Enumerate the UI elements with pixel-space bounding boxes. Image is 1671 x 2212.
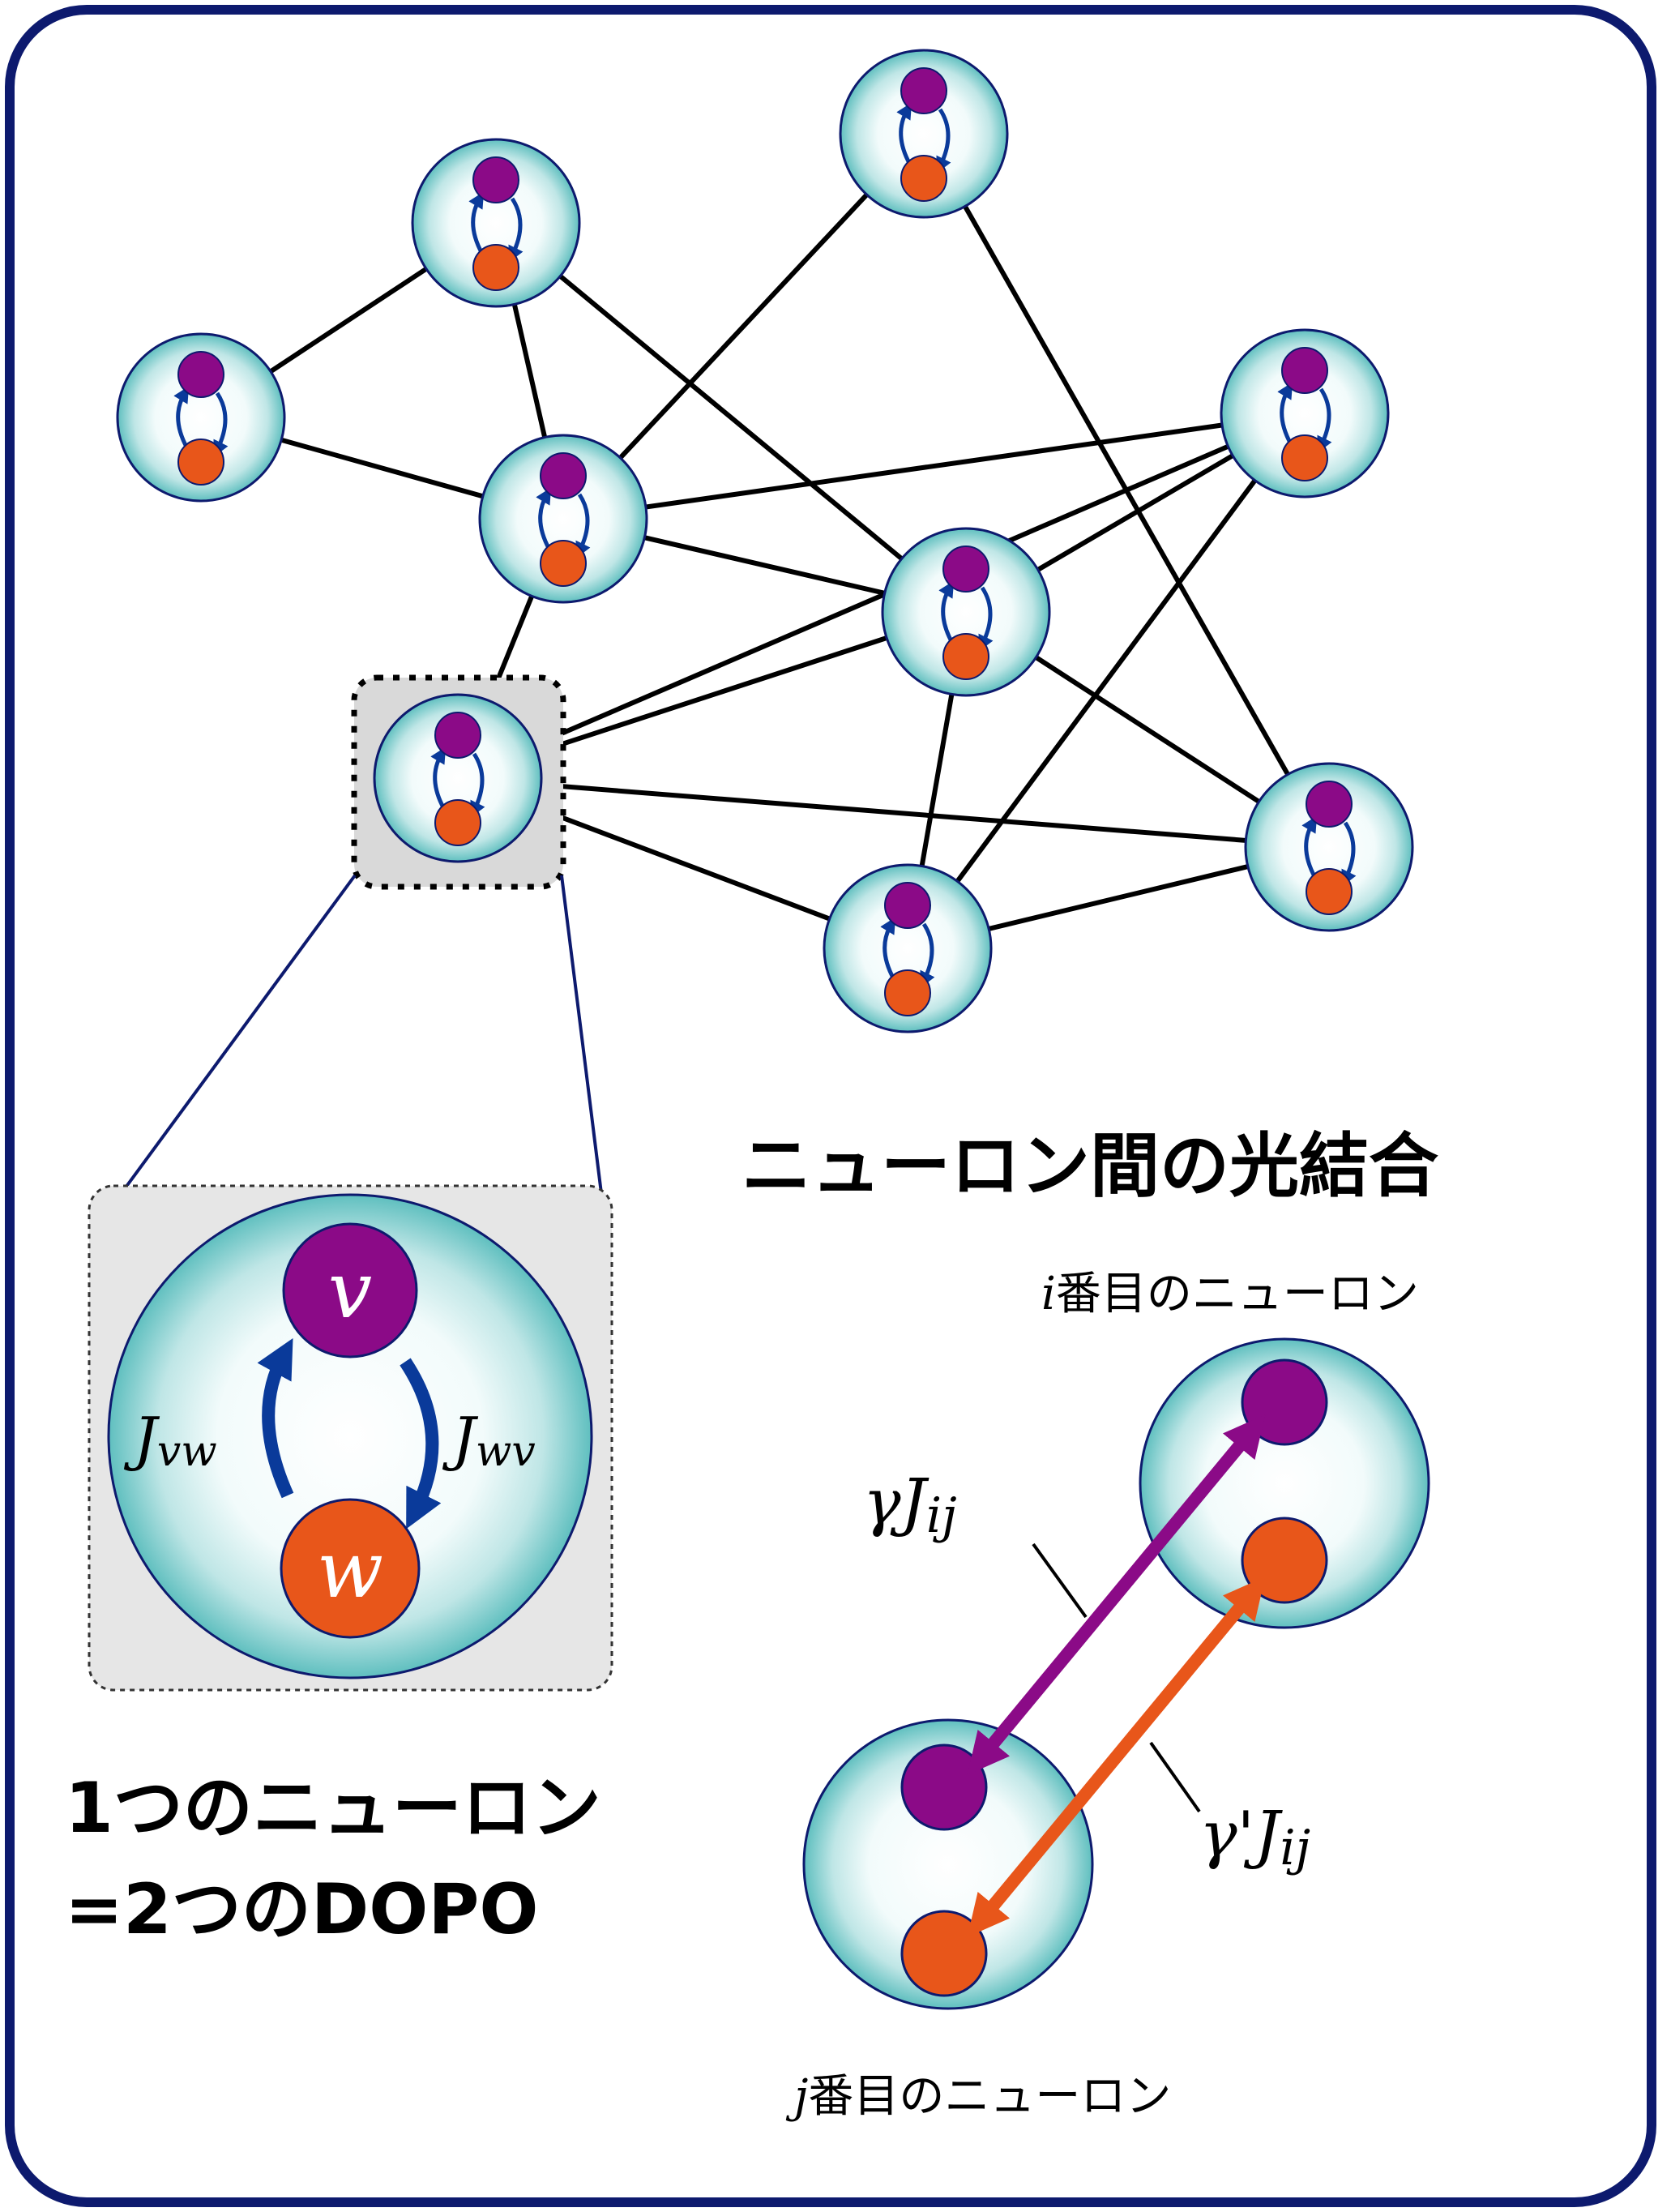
network-nodes	[116, 49, 1414, 1033]
network-edge	[905, 412, 1307, 950]
dopo-w-icon	[900, 155, 947, 202]
neuron-icon	[1244, 762, 1414, 932]
neuron-i	[1139, 1337, 1430, 1629]
label-v: v	[328, 1245, 372, 1336]
arrow-v-to-w	[213, 391, 229, 457]
network-edge	[457, 776, 1330, 849]
arrow-w-to-v	[257, 1337, 294, 1499]
dopo-w-icon	[1281, 434, 1328, 481]
arrow-v-to-w	[1341, 821, 1357, 887]
network-neuron	[411, 138, 581, 308]
arrow-w-to-v	[896, 102, 912, 166]
two-dopo-label: =2つのDOPO	[65, 1869, 539, 1950]
gamma-prime-leader	[1149, 1741, 1201, 1813]
dopo-w-icon	[472, 244, 519, 291]
neuron-icon	[478, 434, 648, 604]
dopo-w-icon	[540, 540, 587, 587]
dopo-w-icon	[942, 633, 989, 680]
arrow-w-to-v	[1301, 815, 1318, 879]
dopo-v-icon	[942, 546, 989, 593]
gamma-prime-label: γ'Jij	[1199, 1799, 1310, 1876]
neuron-icon	[823, 863, 993, 1033]
dopo-v-icon	[900, 1744, 988, 1831]
neuron-j	[802, 1718, 1094, 2010]
dopo-v-icon	[434, 712, 481, 759]
arrow-v-to-w	[575, 493, 591, 558]
neuron-icon	[839, 49, 1009, 219]
dopo-v-icon	[1306, 781, 1353, 828]
network-neuron	[1220, 328, 1390, 498]
dopo-v-icon	[177, 351, 224, 398]
gamma-leader	[1032, 1542, 1088, 1619]
neuron-icon	[411, 138, 581, 308]
arrow-w-to-v	[938, 580, 955, 644]
neuron-j-label: j番目のニューロン	[785, 2070, 1171, 2123]
dopo-v-icon	[1241, 1358, 1328, 1446]
coupling-title: ニューロン間の光結合	[741, 1126, 1438, 1207]
dopo-w-icon	[900, 1910, 988, 1997]
dopo-v-icon	[540, 452, 587, 499]
neuron-icon	[881, 527, 1051, 697]
one-neuron-label: 1つのニューロン	[65, 1768, 601, 1849]
network-neuron	[116, 332, 286, 503]
dopo-w-icon	[1241, 1517, 1328, 1604]
arrow-w-to-v	[430, 747, 447, 811]
arrow-v-to-w	[508, 197, 524, 263]
dopo-v-icon	[282, 1222, 418, 1358]
arrow-w-to-v	[468, 191, 485, 255]
network-edge	[494, 220, 968, 614]
dopo-w-icon	[1306, 868, 1353, 915]
arrow-w-to-v	[880, 917, 896, 981]
network-neuron	[839, 49, 1009, 219]
dopo-v-icon	[900, 67, 947, 114]
arrow-v-to-w	[470, 752, 485, 818]
arrow-v-to-w	[920, 922, 935, 988]
arrow-w-to-v	[1277, 382, 1293, 446]
neuron-icon	[116, 332, 286, 503]
zoom-line-left	[124, 874, 357, 1189]
arrow-v-to-w	[1317, 387, 1332, 453]
network-neuron	[823, 863, 993, 1033]
network-edge	[456, 411, 1306, 781]
dopo-v-icon	[884, 882, 931, 929]
zoom-line-right	[560, 875, 608, 1233]
dopo-w-icon	[280, 1498, 421, 1639]
network-neuron	[478, 434, 648, 604]
network-edge	[561, 131, 926, 521]
dopo-v-icon	[472, 156, 519, 203]
arrow-w-to-v	[536, 487, 552, 551]
network-neuron	[1244, 762, 1414, 932]
label-w: w	[317, 1525, 383, 1615]
coupling-arrow-w	[967, 1577, 1266, 1937]
neuron-i-label: i番目のニューロン	[1041, 1268, 1419, 1320]
dopo-w-icon	[884, 969, 931, 1016]
neuron-icon	[373, 693, 543, 863]
network-edge	[562, 411, 1306, 521]
arrow-v-to-w	[400, 1358, 442, 1530]
arrow-w-to-v	[173, 386, 190, 450]
neuron-icon	[1220, 328, 1390, 498]
dopo-v-icon	[1281, 347, 1328, 394]
neuron-icon	[107, 1193, 593, 1679]
network-neuron	[373, 693, 543, 863]
network-neuron	[881, 527, 1051, 697]
arrow-v-to-w	[978, 586, 994, 652]
zoomed-neuron: v w Jvw Jwv	[107, 1193, 593, 1679]
dopo-w-icon	[177, 439, 224, 486]
arrow-v-to-w	[936, 108, 951, 173]
dopo-w-icon	[434, 799, 481, 846]
gamma-label: γJij	[863, 1466, 957, 1544]
